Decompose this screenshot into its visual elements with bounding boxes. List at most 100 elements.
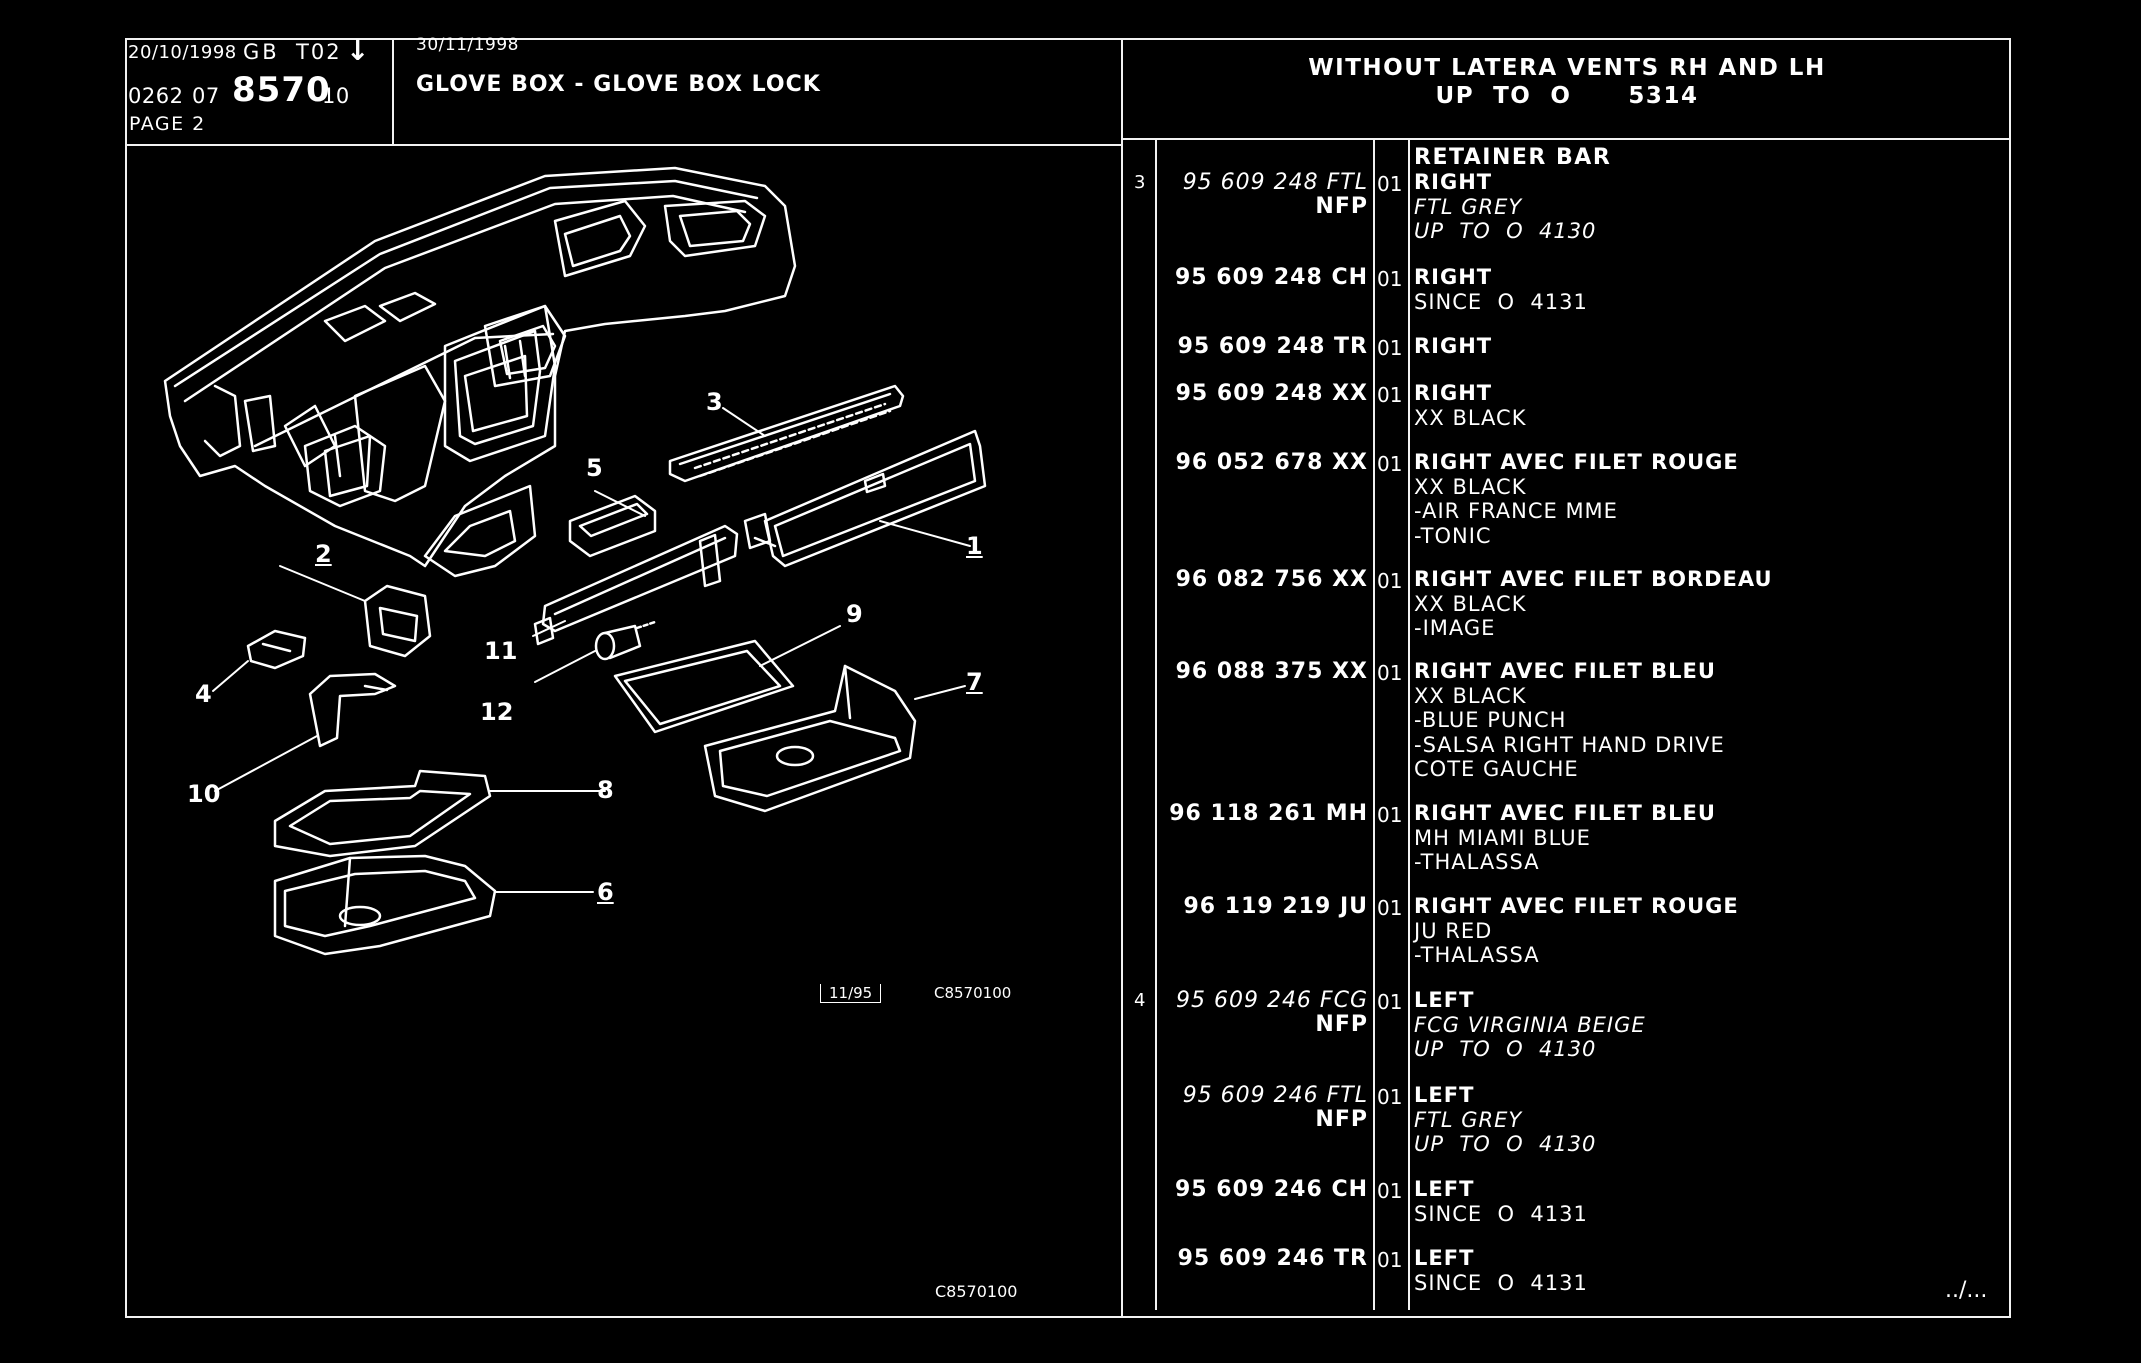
part-description-line: XX BLACK bbox=[1414, 683, 1527, 708]
part-reference: 95 609 246 TR bbox=[1177, 1246, 1368, 1271]
header-date2: 30/11/1998 bbox=[416, 35, 519, 55]
part-description-line: FCG VIRGINIA BEIGE bbox=[1414, 1012, 1646, 1037]
part-5-small-box bbox=[568, 494, 657, 558]
header-code: T02 bbox=[296, 40, 342, 64]
part-description-line: RIGHT bbox=[1414, 265, 1493, 289]
qty-column-right bbox=[1408, 140, 1410, 1310]
part-7-tray bbox=[703, 664, 917, 813]
part-quantity: 01 bbox=[1377, 267, 1403, 291]
part-6-lower-tray bbox=[273, 854, 497, 956]
diagram-bottom-code: C8570100 bbox=[935, 1282, 1018, 1301]
part-description-line: XX BLACK bbox=[1414, 405, 1527, 430]
part-description-line: -TONIC bbox=[1414, 523, 1492, 548]
part-description-line: UP TO O 4130 bbox=[1414, 219, 1597, 243]
part-description-line: RIGHT bbox=[1414, 381, 1493, 405]
part-quantity: 01 bbox=[1377, 569, 1403, 593]
part-description-line: UP TO O 4130 bbox=[1414, 1132, 1597, 1156]
part-description-line: RIGHT bbox=[1414, 334, 1493, 358]
part-nfp-flag: NFP bbox=[1315, 1107, 1368, 1132]
page-frame bbox=[125, 38, 2011, 1318]
continuation-marker: ../... bbox=[1945, 1278, 1988, 1303]
part-quantity: 01 bbox=[1377, 1085, 1403, 1109]
diagram-date-box: 11/95 bbox=[820, 984, 882, 1003]
ref-column-left bbox=[1155, 140, 1157, 1310]
part-description-line: LEFT bbox=[1414, 1177, 1475, 1201]
part-reference: 95 609 248 FTL bbox=[1182, 170, 1368, 195]
header-ref-suffix: 10 bbox=[322, 84, 350, 108]
part-description-line: -THALASSA bbox=[1414, 943, 1540, 967]
callout-2: 2 bbox=[315, 540, 332, 568]
callout-6: 6 bbox=[597, 878, 614, 906]
part-reference: 95 609 246 FCG bbox=[1175, 988, 1368, 1013]
callout-3: 3 bbox=[706, 388, 723, 416]
part-reference: 95 609 248 XX bbox=[1175, 381, 1368, 406]
part-reference: 96 119 219 JU bbox=[1183, 894, 1368, 919]
dashboard-outline bbox=[163, 166, 797, 578]
part-description-line: MH MIAMI BLUE bbox=[1414, 825, 1591, 850]
right-header-line1: WITHOUT LATERA VENTS RH AND LH bbox=[1308, 55, 1826, 81]
part-reference: 95 609 246 FTL bbox=[1182, 1083, 1368, 1108]
header-divider-right bbox=[1121, 138, 2011, 140]
part-quantity: 01 bbox=[1377, 452, 1403, 476]
part-description-line: RIGHT AVEC FILET BORDEAU bbox=[1414, 567, 1773, 591]
callout-12: 12 bbox=[480, 698, 514, 726]
part-index: 3 bbox=[1134, 172, 1146, 193]
part-reference: 96 088 375 XX bbox=[1175, 659, 1368, 684]
part-quantity: 01 bbox=[1377, 896, 1403, 920]
part-index: 4 bbox=[1134, 990, 1146, 1011]
part-reference: 96 082 756 XX bbox=[1175, 567, 1368, 592]
part-10-bracket bbox=[308, 672, 397, 748]
part-description-line: SINCE O 4131 bbox=[1414, 1270, 1588, 1295]
callout-10: 10 bbox=[187, 780, 221, 808]
part-2-switch bbox=[363, 584, 432, 658]
right-header: WITHOUT LATERA VENTS RH AND LH UP TO O 5… bbox=[1123, 55, 2011, 109]
part-description-line: LEFT bbox=[1414, 1083, 1475, 1107]
part-quantity: 01 bbox=[1377, 336, 1403, 360]
part-reference: 95 609 246 CH bbox=[1175, 1177, 1368, 1202]
part-3-retainer-bar bbox=[668, 384, 905, 483]
part-11-hinge-rail bbox=[533, 524, 739, 646]
part-quantity: 01 bbox=[1377, 383, 1403, 407]
part-nfp-flag: NFP bbox=[1315, 194, 1368, 219]
part-description: RIGHT bbox=[1414, 334, 1492, 359]
part-quantity: 01 bbox=[1377, 172, 1403, 196]
callout-4: 4 bbox=[195, 680, 212, 708]
callout-1: 1 bbox=[966, 532, 983, 560]
header-plate-number: 8570 bbox=[232, 70, 331, 110]
header-ref-prefix: 0262 bbox=[128, 84, 184, 108]
right-header-line2: UP TO O 5314 bbox=[1435, 83, 1699, 109]
diagram-code-label: C8570100 bbox=[934, 984, 1012, 1002]
part-quantity: 01 bbox=[1377, 803, 1403, 827]
part-description-line: -THALASSA bbox=[1414, 850, 1540, 874]
part-description-line: RIGHT AVEC FILET BLEU bbox=[1414, 659, 1716, 683]
page-title: GLOVE BOX - GLOVE BOX LOCK bbox=[416, 72, 821, 97]
part-description-line: SINCE O 4131 bbox=[1414, 289, 1588, 314]
part-9-mat bbox=[613, 639, 795, 734]
part-reference: 95 609 248 TR bbox=[1177, 334, 1368, 359]
part-reference: 95 609 248 CH bbox=[1175, 265, 1368, 290]
section-title: RETAINER BAR bbox=[1414, 145, 1612, 170]
part-8-mat bbox=[273, 769, 492, 858]
callout-11: 11 bbox=[484, 637, 518, 665]
part-reference: 96 118 261 MH bbox=[1169, 801, 1368, 826]
part-12-lock-cylinder bbox=[594, 620, 657, 661]
part-description-line: LEFT bbox=[1414, 1246, 1475, 1270]
header-divider-left bbox=[125, 144, 1121, 146]
part-nfp-flag: NFP bbox=[1315, 1012, 1368, 1037]
header-page: PAGE 2 bbox=[129, 113, 206, 135]
header-date1: 20/10/1998 bbox=[128, 42, 237, 63]
header-ref-07: 07 bbox=[192, 84, 220, 108]
leader-lines bbox=[212, 407, 971, 893]
callout-9: 9 bbox=[846, 600, 863, 628]
header-lang-code: GB bbox=[243, 40, 280, 64]
part-description-line: UP TO O 4130 bbox=[1414, 1037, 1597, 1061]
part-description-line: XX BLACK bbox=[1414, 474, 1527, 499]
